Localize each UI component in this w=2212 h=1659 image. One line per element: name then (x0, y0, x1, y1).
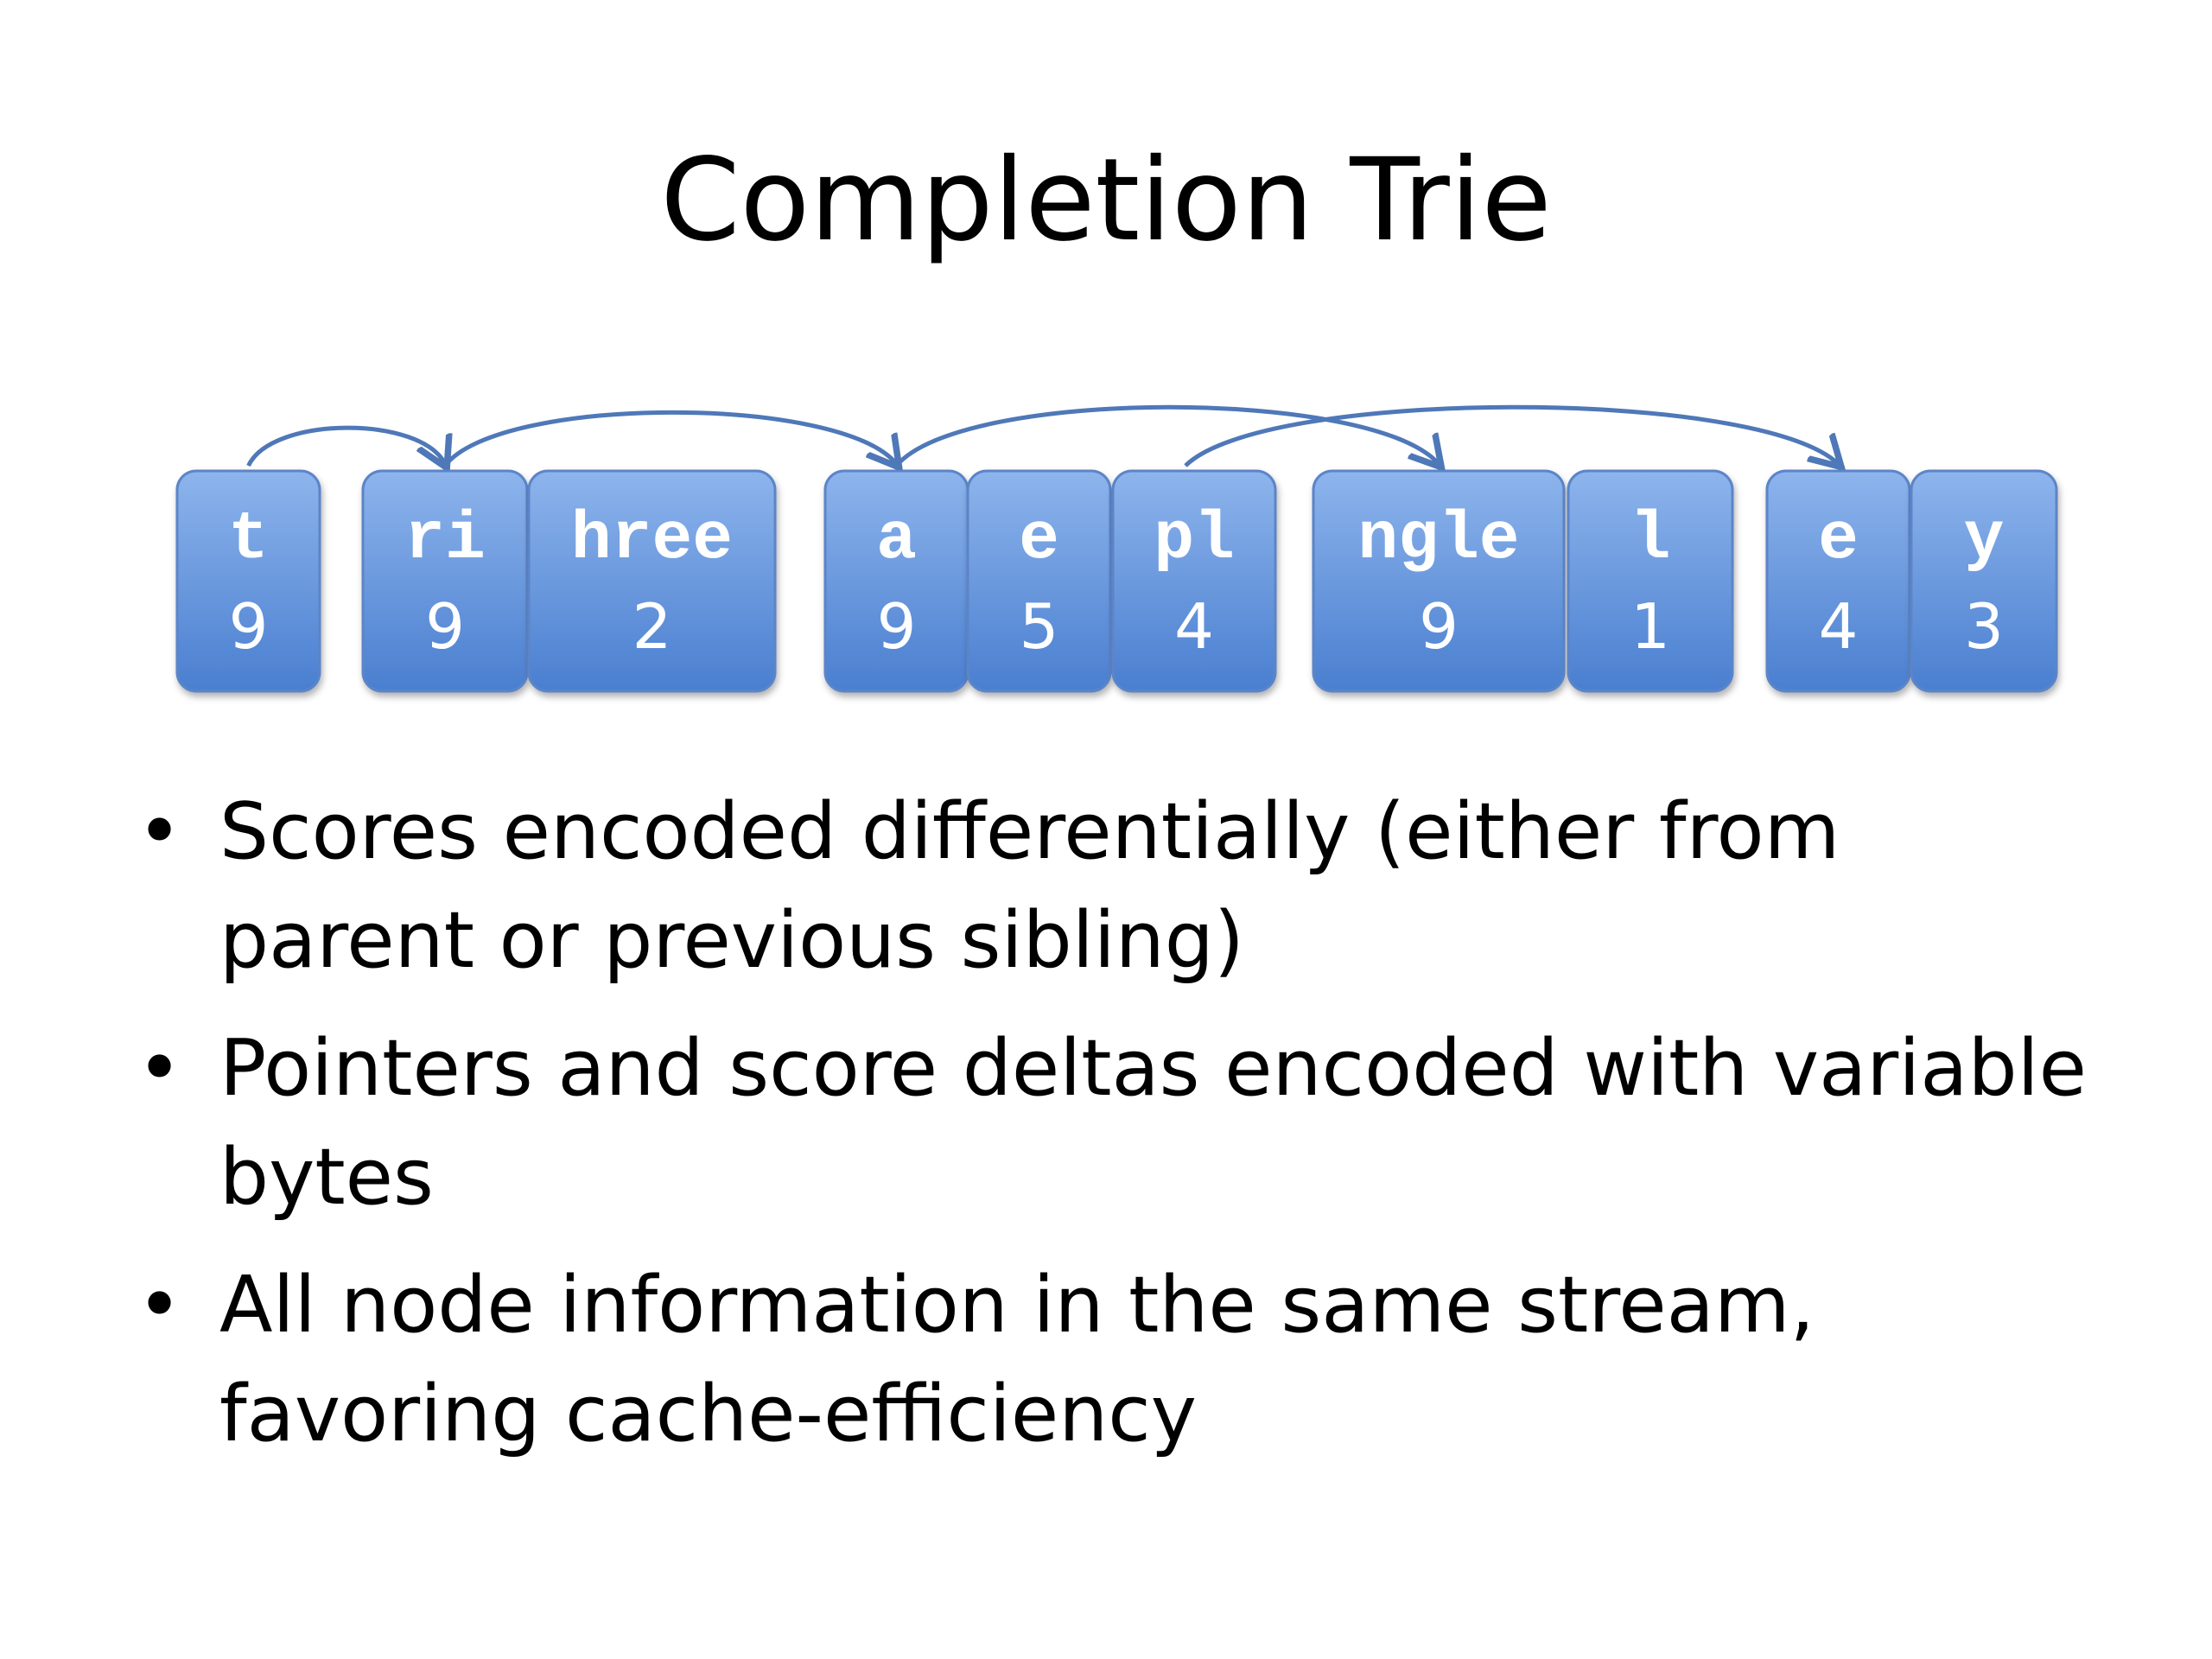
trie-node-label: e (1818, 502, 1859, 578)
trie-node-box (175, 469, 321, 693)
slide-title: Completion Trie (660, 134, 1552, 267)
trie-node-label: ri (404, 502, 486, 578)
trie-node-box (1111, 469, 1277, 693)
trie-node-box (361, 469, 529, 693)
trie-node: t9 (175, 469, 321, 693)
trie-node-score: 2 (632, 590, 672, 663)
bullet-item: All node information in the same stream,… (130, 1251, 2117, 1469)
trie-node: y3 (1910, 469, 2058, 693)
trie-node: ri 9 (361, 469, 529, 693)
trie-node: a9 (823, 469, 969, 693)
trie-node-box (527, 469, 777, 693)
trie-node: ngle 9 (1312, 469, 1566, 693)
trie-node: e5 (966, 469, 1112, 693)
trie-node-box (1567, 469, 1734, 693)
trie-node-box (1910, 469, 2058, 693)
trie-node-label: a (876, 502, 917, 578)
pointer-arrows (246, 404, 1839, 466)
bullet-item: Scores encoded differentially (either fr… (130, 778, 2117, 995)
trie-node-label: ngle (1357, 502, 1519, 578)
pointer-arrow (1184, 404, 1839, 466)
trie-node-score: 9 (1419, 590, 1459, 663)
trie-node-score: 1 (1630, 590, 1670, 663)
trie-node-score: 4 (1174, 590, 1214, 663)
trie-node-label: pl (1154, 502, 1235, 578)
trie-node-box (966, 469, 1112, 693)
pointer-arrow (246, 425, 446, 466)
trie-node-box (1765, 469, 1911, 693)
trie-node-score: 4 (1819, 590, 1859, 663)
pointer-arrow (443, 410, 897, 466)
trie-node-label: hree (571, 502, 733, 578)
trie-node-label: y (1964, 502, 2005, 578)
trie-node: e4 (1765, 469, 1911, 693)
bullet-list: Scores encoded differentially (either fr… (130, 778, 2117, 1488)
trie-node: l1 (1567, 469, 1734, 693)
trie-node-score: 3 (1964, 590, 2004, 663)
trie-node-label: e (1019, 502, 1059, 578)
trie-node: hree 2 (527, 469, 777, 693)
trie-node-score: 9 (877, 590, 917, 663)
trie-node-score: 5 (1020, 590, 1059, 663)
trie-node: pl 4 (1111, 469, 1277, 693)
trie-node-label: t (228, 502, 269, 578)
trie-node-label: l (1630, 502, 1671, 578)
trie-node-score: 9 (229, 590, 269, 663)
trie-node-box (1312, 469, 1566, 693)
pointer-arrow (894, 404, 1440, 466)
trie-node-score: 9 (425, 590, 465, 663)
bullet-item: Pointers and score deltas encoded with v… (130, 1014, 2117, 1232)
